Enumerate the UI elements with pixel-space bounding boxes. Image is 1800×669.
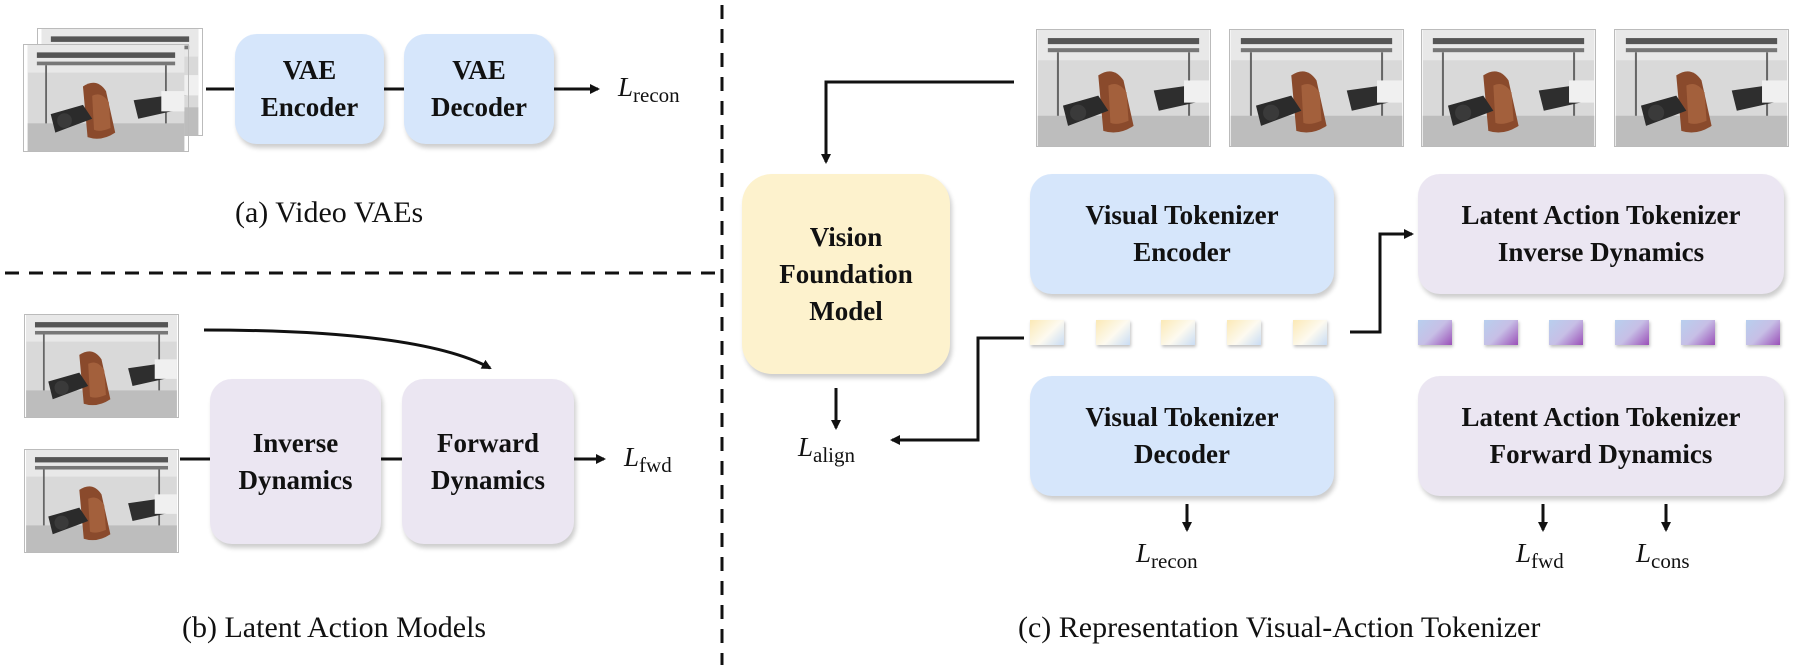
arrow-tokens-to-inverse — [1350, 229, 1414, 334]
latent-action-forward-box: Latent Action Tokenizer Forward Dynamics — [1418, 376, 1784, 496]
loss-align: Lalign — [798, 432, 856, 467]
action-token — [1746, 320, 1780, 345]
loss-recon-c: Lrecon — [1136, 538, 1198, 573]
frame-image — [24, 449, 179, 553]
loss-cons: Lcons — [1636, 538, 1690, 573]
visual-token — [1227, 320, 1261, 345]
visual-token — [1293, 320, 1327, 345]
action-token — [1615, 320, 1649, 345]
visual-token — [1096, 320, 1130, 345]
action-token — [1681, 320, 1715, 345]
arrow-frames-to-vfm — [821, 80, 1014, 164]
action-token — [1484, 320, 1518, 345]
frame-image — [1614, 29, 1789, 147]
vision-foundation-model-box: Vision Foundation Model — [742, 174, 950, 374]
latent-action-inverse-box: Latent Action Tokenizer Inverse Dynamics — [1418, 174, 1784, 294]
frame-image — [23, 44, 189, 152]
frame-image — [1229, 29, 1404, 147]
forward-dynamics-box: Forward Dynamics — [402, 379, 574, 544]
frame-image — [1036, 29, 1211, 147]
visual-token — [1030, 320, 1064, 345]
inverse-dynamics-box: Inverse Dynamics — [210, 379, 381, 544]
action-token — [1549, 320, 1583, 345]
frame-image — [24, 314, 179, 418]
arrow-tokens-to-align — [890, 336, 1024, 445]
caption-a: (a) Video VAEs — [235, 196, 424, 229]
caption-b: (b) Latent Action Models — [182, 611, 487, 644]
visual-token — [1161, 320, 1195, 345]
vae-decoder-box: VAE Decoder — [404, 34, 554, 144]
action-token — [1418, 320, 1452, 345]
caption-c: (c) Representation Visual-Action Tokeniz… — [1018, 611, 1541, 644]
visual-tokenizer-encoder-box: Visual Tokenizer Encoder — [1030, 174, 1334, 294]
visual-tokenizer-decoder-box: Visual Tokenizer Decoder — [1030, 376, 1334, 496]
loss-recon-a: Lrecon — [618, 72, 680, 107]
loss-fwd-c: Lfwd — [1516, 538, 1564, 573]
arrow-frame-to-forward — [203, 328, 492, 370]
vae-encoder-box: VAE Encoder — [235, 34, 384, 144]
loss-fwd-b: Lfwd — [624, 442, 672, 477]
frame-image — [1421, 29, 1596, 147]
